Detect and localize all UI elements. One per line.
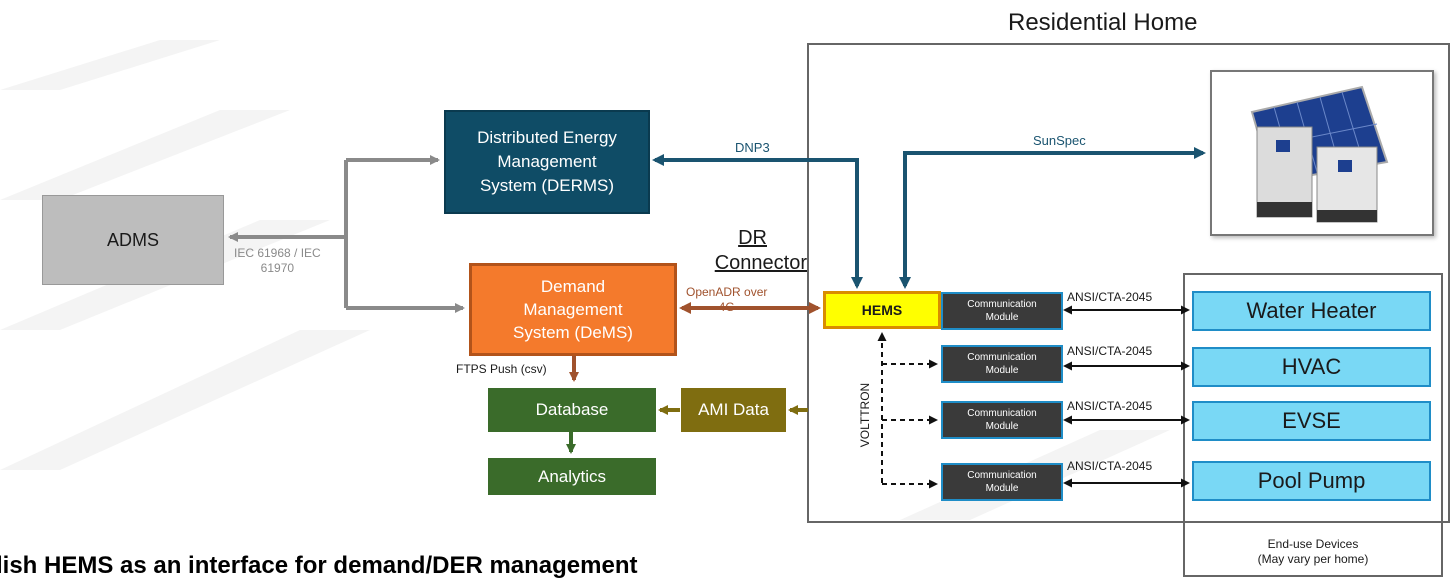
end-use-caption-line1: End-use Devices <box>1267 537 1359 551</box>
sunspec-label: SunSpec <box>1033 133 1086 148</box>
derms-label-line2: Management <box>497 152 597 171</box>
database-box: Database <box>488 388 656 432</box>
adms-box: ADMS <box>42 195 224 285</box>
protocol-label-3: ANSI/CTA-2045 <box>1067 399 1153 413</box>
device-pool-pump: Pool Pump <box>1192 461 1431 501</box>
protocol-label-1: ANSI/CTA-2045 <box>1067 290 1153 304</box>
device-hvac-label: HVAC <box>1281 354 1342 379</box>
solar-inverter-image <box>1210 70 1434 236</box>
openadr-label: OpenADR over 4G <box>686 285 767 315</box>
solar-panel-icon <box>1250 85 1389 223</box>
end-use-caption: End-use Devices (May vary per home) <box>1183 537 1443 567</box>
comm-module-2-line1: Communication <box>967 352 1037 363</box>
comm-module-3-line1: Communication <box>967 408 1037 419</box>
comm-module-1-line1: Communication <box>967 299 1037 310</box>
device-evse-label: EVSE <box>1282 408 1341 433</box>
device-evse: EVSE <box>1192 401 1431 441</box>
dems-label-line3: System (DeMS) <box>513 323 633 342</box>
dnp3-label: DNP3 <box>735 140 770 155</box>
ami-data-box: AMI Data <box>681 388 786 432</box>
adms-label: ADMS <box>106 229 159 250</box>
device-water-heater: Water Heater <box>1192 291 1431 331</box>
iec-label: IEC 61968 / IEC 61970 <box>234 246 321 276</box>
dr-connector-line1: DR <box>738 227 767 249</box>
dr-connector-label: DR Connector <box>689 226 807 276</box>
iec-label-line1: IEC 61968 / IEC <box>234 246 321 260</box>
protocol-label-2: ANSI/CTA-2045 <box>1067 344 1153 358</box>
comm-module-4-line1: Communication <box>967 470 1037 481</box>
footer-text: lish HEMS as an interface for demand/DER… <box>0 552 638 579</box>
device-water-heater-label: Water Heater <box>1246 298 1377 323</box>
ami-data-label: AMI Data <box>698 400 769 419</box>
database-label: Database <box>535 400 609 419</box>
comm-module-3-line2: Module <box>985 421 1019 432</box>
openadr-label-line1: OpenADR over <box>686 285 768 299</box>
protocol-label-4: ANSI/CTA-2045 <box>1067 459 1153 473</box>
device-pool-pump-label: Pool Pump <box>1257 468 1366 493</box>
comm-module-1-line2: Module <box>985 312 1019 323</box>
dems-label-line2: Management <box>523 300 623 319</box>
iec-label-line2: 61970 <box>260 261 295 275</box>
ftps-label: FTPS Push (csv) <box>456 362 547 376</box>
dems-label-line1: Demand <box>540 277 606 296</box>
volttron-label: VOLTTRON <box>858 382 872 448</box>
device-hvac: HVAC <box>1192 347 1431 387</box>
comm-module-4-line2: Module <box>985 483 1019 494</box>
dr-connector-line2: Connector <box>714 252 807 274</box>
end-use-devices-container <box>1183 273 1443 577</box>
analytics-label: Analytics <box>537 466 607 486</box>
hems-label: HEMS <box>861 302 903 318</box>
derms-label-line1: Distributed Energy <box>477 128 617 147</box>
end-use-caption-line2: (May vary per home) <box>1257 552 1369 566</box>
derms-box: Distributed Energy Management System (DE… <box>444 110 650 214</box>
comm-module-2-line2: Module <box>985 365 1019 376</box>
derms-label-line3: System (DERMS) <box>479 176 615 195</box>
residential-home-title: Residential Home <box>1008 9 1198 36</box>
dems-box: Demand Management System (DeMS) <box>469 263 677 356</box>
analytics-box: Analytics <box>488 458 656 495</box>
openadr-label-line2: 4G <box>718 300 735 314</box>
hems-box: HEMS <box>823 291 941 329</box>
